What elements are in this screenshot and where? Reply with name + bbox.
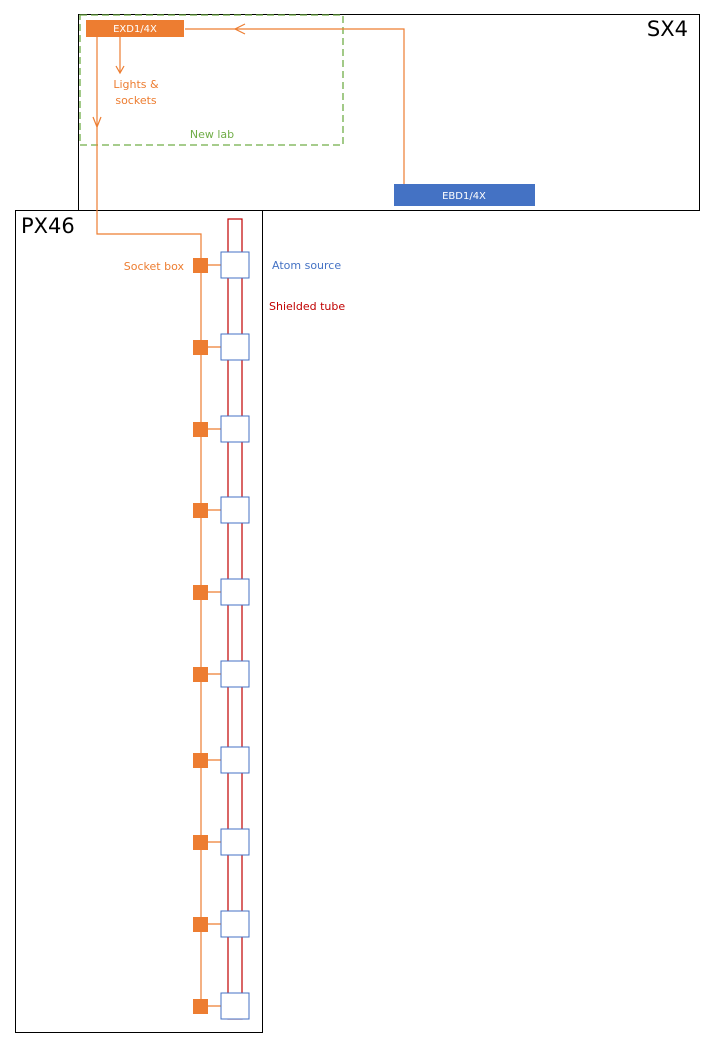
atom-source-3 bbox=[220, 415, 250, 443]
socket-feed-cable bbox=[96, 37, 202, 1006]
atom-source-9 bbox=[220, 910, 250, 938]
socket-box-2 bbox=[193, 340, 208, 355]
px46-room-label: PX46 bbox=[21, 214, 75, 238]
ebd-board bbox=[394, 184, 535, 206]
socket-feed-arrowhead bbox=[92, 116, 102, 129]
socket-box-10 bbox=[193, 999, 208, 1014]
feed-line bbox=[185, 28, 405, 184]
socket-box-8 bbox=[193, 835, 208, 850]
socket-units bbox=[193, 251, 250, 1020]
atom-source-7 bbox=[220, 746, 250, 774]
atom-source-10 bbox=[220, 992, 250, 1020]
sx4-room-outline bbox=[78, 14, 700, 211]
socket-box-3 bbox=[193, 422, 208, 437]
atom-source-6 bbox=[220, 660, 250, 688]
atom-source-1 bbox=[220, 251, 250, 279]
atom-source-4 bbox=[220, 496, 250, 524]
socket-box-4 bbox=[193, 503, 208, 518]
socket-box-7 bbox=[193, 753, 208, 768]
atom-source-2 bbox=[220, 333, 250, 361]
sx4-room-label: SX4 bbox=[647, 17, 688, 41]
ebd-board-label: EBD1/4X bbox=[442, 191, 486, 202]
socket-box-6 bbox=[193, 667, 208, 682]
lights-label-line2: sockets bbox=[115, 94, 157, 107]
feed-arrowhead bbox=[233, 23, 246, 35]
atom-source-label: Atom source bbox=[272, 259, 341, 272]
atom-source-8 bbox=[220, 828, 250, 856]
socket-box-5 bbox=[193, 585, 208, 600]
socket-box-1 bbox=[193, 258, 208, 273]
new-lab-label: New lab bbox=[190, 128, 234, 141]
new-lab-region bbox=[79, 14, 344, 146]
exd-board bbox=[86, 20, 184, 37]
atom-source-5 bbox=[220, 578, 250, 606]
exd-board-label: EXD1/4X bbox=[113, 24, 157, 35]
socket-box-9 bbox=[193, 917, 208, 932]
lights-arrowhead bbox=[115, 65, 125, 75]
socket-box-label: Socket box bbox=[124, 260, 185, 273]
shielded-tube-label: Shielded tube bbox=[269, 300, 345, 313]
lights-label-line1: Lights & bbox=[113, 78, 159, 91]
